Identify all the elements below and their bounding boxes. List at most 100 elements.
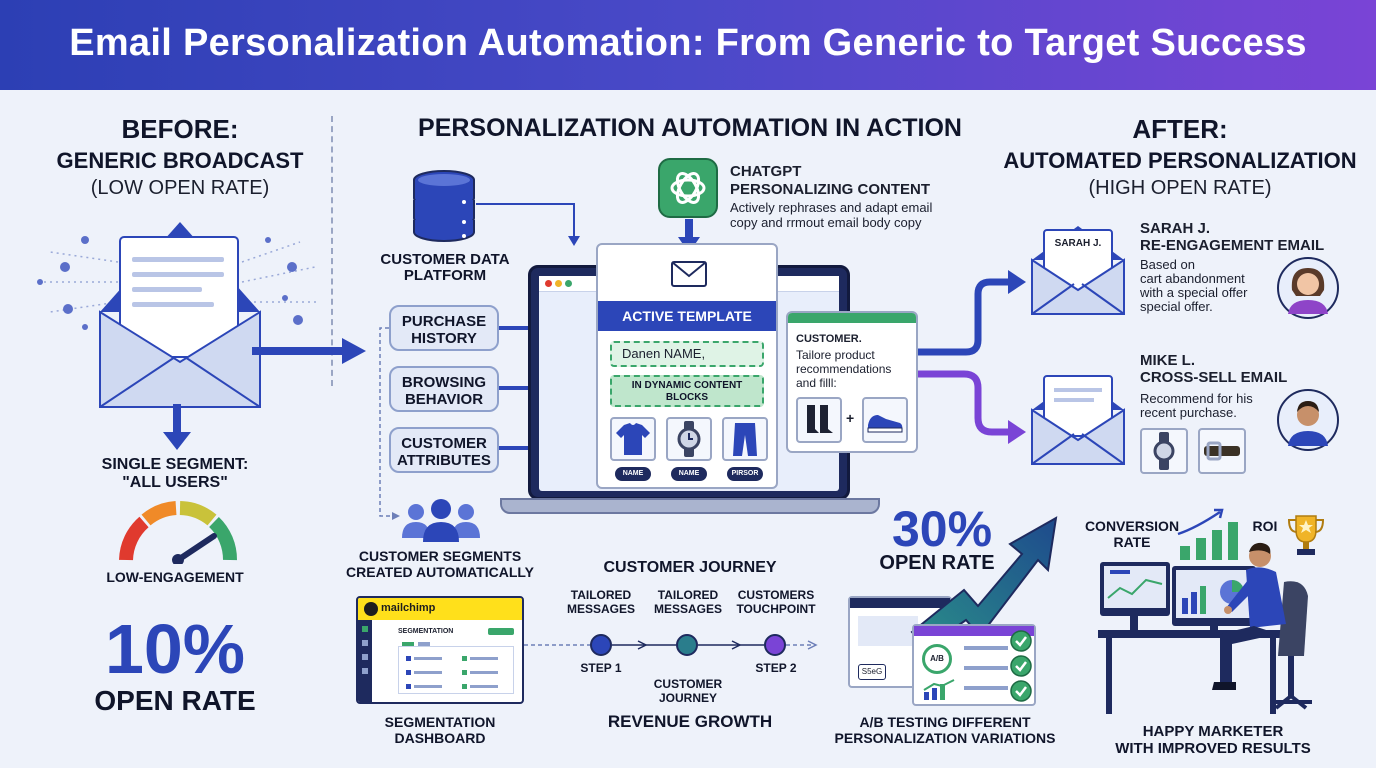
product-watch: [666, 417, 712, 461]
email-template-card: ACTIVE TEMPLATE Danen NAME, IN DYNAMIC C…: [596, 243, 778, 489]
mini-chart-icon: [923, 679, 955, 700]
email-sarah-name: SARAH J.: [1140, 220, 1211, 237]
email-sarah-envelope-icon: [1031, 226, 1125, 315]
email-sarah-desc-1: Based on: [1140, 257, 1195, 272]
before-open-rate: 10%: [104, 610, 246, 688]
chatgpt-title-2: PERSONALIZING CONTENT: [730, 181, 931, 198]
marketer-label-1: HAPPY MARKETER: [1142, 723, 1284, 740]
after-open-rate-label: OPEN RATE: [879, 552, 995, 574]
product-watch-2: [1140, 428, 1188, 474]
mailchimp-logo-icon: [364, 602, 378, 616]
journey-node-2-top-2: MESSAGES: [653, 602, 722, 616]
email-mike-desc-2: recent purchase.: [1140, 405, 1237, 420]
checkmark-icon: [1010, 630, 1032, 702]
before-open-rate-label: OPEN RATE: [94, 685, 256, 716]
watch-icon: [677, 421, 701, 457]
email-sarah-type: RE-ENGAGEMENT EMAIL: [1140, 237, 1325, 254]
chatgpt-icon: [658, 158, 718, 218]
email-mike-name: MIKE L.: [1140, 352, 1195, 369]
arrow-right-icon: [252, 338, 366, 364]
cdp-label-line-1: CUSTOMER DATA: [380, 251, 510, 268]
gauge-label: LOW-ENGAGEMENT: [106, 569, 244, 585]
template-label: ACTIVE TEMPLATE: [622, 308, 752, 324]
source-customer-attributes: CUSTOMER ATTRIBUTES: [389, 427, 499, 473]
panel-bar: [788, 313, 916, 323]
after-note: (HIGH OPEN RATE): [1088, 177, 1272, 199]
template-header: ACTIVE TEMPLATE: [598, 301, 776, 331]
dashboard-sidebar: [358, 620, 372, 702]
mailchimp-bar: mailchimp: [358, 598, 522, 620]
source-browsing-behavior: BROWSING BEHAVIOR: [389, 366, 499, 412]
chatgpt-title-1: CHATGPT: [730, 163, 802, 180]
personalization-arrows: [918, 270, 1026, 444]
avatar-mike-icon: [1277, 389, 1339, 451]
customer-panel-desc-3: and filll:: [796, 376, 837, 390]
email-mike-envelope-icon: [1031, 375, 1125, 465]
journey-node-1: [590, 634, 612, 656]
plus-sign: +: [846, 410, 855, 426]
journey-node-3-bottom: STEP 2: [755, 661, 797, 675]
segments-line-1: CUSTOMER SEGMENTS: [358, 548, 522, 564]
product-boot: [796, 397, 842, 443]
greeting-block: Danen NAME,: [610, 341, 764, 367]
customer-panel-desc-1: Tailore product: [796, 348, 875, 362]
segment-value: "ALL USERS": [122, 474, 228, 491]
segments-line-2: CREATED AUTOMATICALLY: [346, 564, 534, 580]
product-tag-2: NAME: [671, 467, 707, 481]
journey-node-3: [764, 634, 786, 656]
customer-panel-desc-2: recommendations: [796, 362, 892, 376]
segmentation-dashboard: mailchimp SEGMENTATION: [356, 596, 524, 704]
gauge-icon: [119, 501, 238, 564]
revenue-growth: REVENUE GROWTH: [607, 712, 773, 731]
after-subheading: AUTOMATED PERSONALIZATION: [1003, 148, 1357, 173]
db-connector: [476, 203, 580, 246]
customer-recommendation-panel: CUSTOMER. Tailore product recommendation…: [786, 311, 918, 453]
ab-label-2: PERSONALIZATION VARIATIONS: [834, 730, 1056, 746]
conversion-bars-icon: [1177, 508, 1238, 560]
dashboard-label-1: SEGMENTATION: [384, 714, 496, 730]
dynamic-content-block: IN DYNAMIC CONTENT BLOCKS: [610, 375, 764, 407]
conversion-label-2: RATE: [1113, 534, 1151, 550]
people-icon: [402, 499, 480, 542]
email-sarah-tag: SARAH J.: [1054, 238, 1102, 249]
sneaker-icon: [867, 415, 903, 433]
ab-tag: S5eG: [858, 664, 886, 680]
cdp-label-line-2: PLATFORM: [403, 267, 487, 284]
product-pants: [722, 417, 768, 461]
avatar-sarah-icon: [1277, 257, 1339, 319]
template-envelope-icon: [671, 261, 707, 287]
journey-node-1-top-1: TAILORED: [570, 588, 632, 602]
chatgpt-desc-1: Actively rephrases and adapt email: [730, 200, 933, 215]
email-sarah-desc-2: cart abandonment: [1140, 271, 1245, 286]
conversion-label-1: CONVERSION: [1084, 518, 1180, 534]
sources-dashed-connector: [379, 327, 400, 520]
customer-panel-title: CUSTOMER.: [796, 333, 862, 345]
journey-node-2-top-1: TAILORED: [657, 588, 719, 602]
before-subheading: GENERIC BROADCAST: [56, 148, 304, 173]
marketer-label-2: WITH IMPROVED RESULTS: [1115, 740, 1311, 757]
ab-badge: A/B: [922, 644, 952, 674]
mailchimp-brand: mailchimp: [381, 602, 436, 614]
ab-label-1: A/B TESTING DIFFERENT: [859, 714, 1031, 730]
belt-icon: [1204, 441, 1240, 461]
journey-node-2-bottom-2: JOURNEY: [658, 691, 717, 705]
dashboard-label-2: DASHBOARD: [394, 730, 486, 746]
greeting-text: Danen NAME,: [622, 346, 706, 361]
section-divider: [331, 116, 333, 386]
database-icon: [413, 170, 475, 242]
email-mike-type: CROSS-SELL EMAIL: [1140, 369, 1288, 386]
segment-label: SINGLE SEGMENT:: [101, 456, 249, 473]
journey-node-2: [676, 634, 698, 656]
journey-node-1-bottom: STEP 1: [580, 661, 622, 675]
journey-node-1-top-2: MESSAGES: [566, 602, 635, 616]
after-heading: AFTER:: [1132, 114, 1228, 144]
product-sneaker: [862, 397, 908, 443]
email-sarah-desc-4: special offer.: [1140, 299, 1213, 314]
journey-node-3-top-1: CUSTOMERS: [737, 588, 815, 602]
after-open-rate: 30%: [891, 501, 993, 557]
middle-heading: PERSONALIZATION AUTOMATION IN ACTION: [418, 114, 962, 142]
generic-envelope-icon: [37, 222, 320, 408]
watch-icon: [1153, 432, 1175, 470]
product-shirt: [610, 417, 656, 461]
before-heading: BEFORE:: [121, 114, 239, 144]
